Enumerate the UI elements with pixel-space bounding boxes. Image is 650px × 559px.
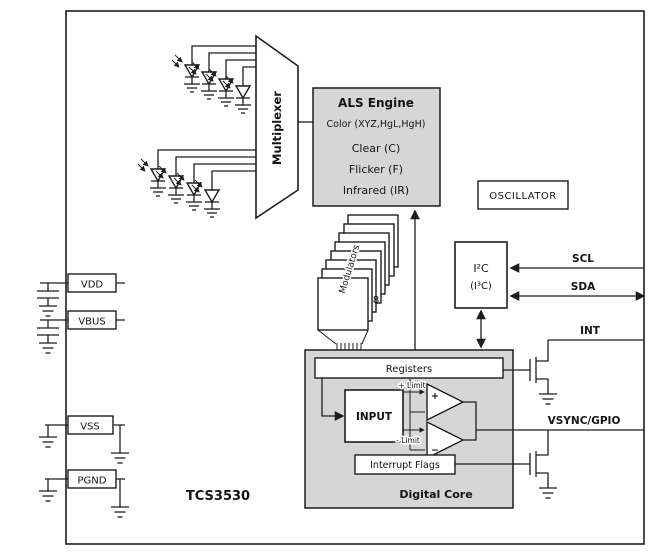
oscillator-block: OSCILLATOR: [477, 180, 569, 210]
als-line-infrared: Infrared (IR): [343, 184, 409, 197]
vbus-pin-box: [67, 310, 117, 330]
pgnd-label: PGND: [78, 476, 107, 487]
digital-core-block: Registers INPUT + Limit - Limit + − Inte…: [304, 349, 514, 509]
i2c-label-line1: I²C: [473, 262, 489, 275]
vss-label: VSS: [80, 422, 100, 433]
vdd-label: VDD: [81, 280, 104, 291]
modulators-stack: Modulators 8: [317, 209, 420, 356]
nmos-vsync: VSYNC/GPIO: [455, 415, 644, 499]
comparator-lower: [426, 420, 465, 460]
pin-vss: VSS: [38, 415, 130, 464]
plus-limit-label: + Limit: [398, 381, 425, 390]
comparator-plus-sign: +: [431, 391, 439, 402]
als-engine-block: ALS Engine Color (XYZ,HgL,HgH) Clear (C)…: [312, 87, 441, 207]
oscillator-label: OSCILLATOR: [489, 191, 557, 202]
capacitor-icon: [37, 320, 59, 343]
modulators-count: 8: [373, 295, 379, 306]
pin-pgnd: PGND: [38, 469, 130, 518]
als-engine-box: [312, 87, 441, 207]
pin-vdd: VDD: [37, 273, 125, 317]
pgnd-pin-box: [67, 469, 117, 489]
nmos-int: INT: [503, 325, 644, 405]
scl-label: SCL: [572, 253, 594, 265]
als-engine-title: ALS Engine: [338, 96, 414, 110]
part-number-label: TCS3530: [186, 489, 250, 504]
i2c-label-line2: (I³C): [470, 281, 492, 292]
als-line-clear: Clear (C): [352, 142, 401, 155]
vss-pin-box: [67, 415, 114, 435]
ground-icon: [38, 305, 58, 317]
minus-limit-label: - Limit: [396, 436, 420, 445]
input-box: [344, 389, 404, 443]
i2c-box: [454, 241, 508, 309]
multiplexer-block: Multiplexer: [255, 34, 313, 220]
interrupt-flags-label: Interrupt Flags: [370, 460, 440, 471]
capacitor-icon: [37, 283, 59, 306]
registers-to-input-arrow: [321, 378, 345, 421]
ground-icon: [38, 490, 58, 502]
pin-vbus: VBUS: [37, 310, 125, 354]
oscillator-box: [477, 180, 569, 210]
photodiode-array-bottom: [138, 149, 256, 217]
i2c-block: I²C (I³C) SCL SDA: [454, 241, 646, 349]
mux-label: Multiplexer: [270, 91, 284, 165]
comparator-upper: [426, 382, 465, 422]
ground-icon: [38, 436, 58, 448]
als-line-flicker: Flicker (F): [349, 163, 403, 176]
vdd-pin-box: [67, 273, 117, 293]
vbus-label: VBUS: [78, 317, 105, 328]
als-line-color: Color (XYZ,HgL,HgH): [327, 119, 426, 130]
modulator-card: [317, 277, 369, 331]
int-label: INT: [580, 325, 601, 337]
registers-box: [314, 357, 504, 379]
mux-shape: [255, 34, 299, 220]
photodiode-array-top: [172, 45, 256, 113]
sda-label: SDA: [571, 281, 596, 293]
comparator-minus-sign: −: [431, 445, 439, 456]
ground-icon: [38, 342, 58, 354]
input-label: INPUT: [356, 411, 393, 423]
registers-label: Registers: [386, 364, 432, 375]
vsync-label: VSYNC/GPIO: [548, 415, 621, 427]
digital-core-label: Digital Core: [399, 488, 472, 501]
